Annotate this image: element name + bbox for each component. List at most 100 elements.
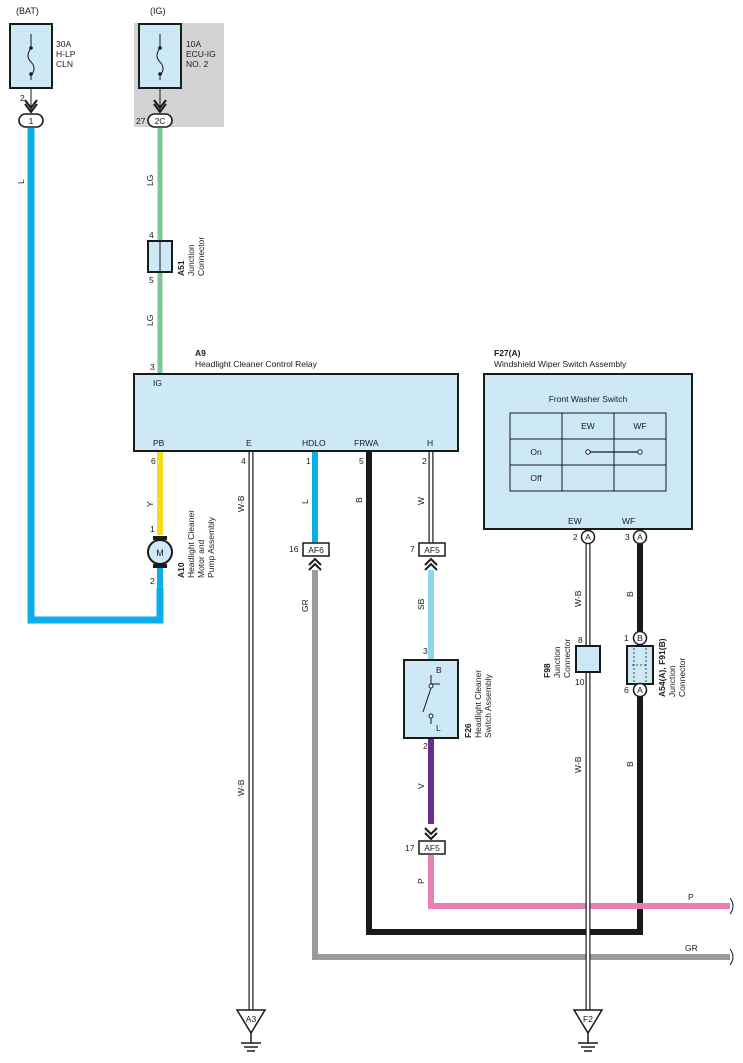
conn-ig-label: 2C [155, 116, 166, 126]
wire-label-e: W-B [236, 495, 246, 512]
conn-af5-top-pin: 7 [410, 544, 415, 554]
conn-af5-top [418, 542, 446, 557]
relay-a9-pin-ig: 3 [150, 362, 155, 372]
switch-f26-box [403, 659, 459, 739]
wire-label-hdlo: L [300, 499, 310, 504]
washer-row-on: On [530, 447, 542, 457]
wiper-f27-inner-title: Front Washer Switch [549, 394, 628, 404]
wire-label-pb: Y [145, 501, 155, 507]
fuse-bat-pin: 2 [20, 93, 25, 103]
fuse-bat-rating: 30A [56, 39, 71, 49]
junction-f98-pin-bottom: 10 [575, 677, 585, 687]
conn-af5-bottom-pin: 17 [405, 843, 415, 853]
wire-label-e-low: W-B [236, 779, 246, 796]
wire-label-ew: W-B [573, 590, 583, 607]
wire-af5-p [428, 855, 730, 909]
junction-f98-box [575, 645, 601, 673]
junction-f98-name1: Junction [552, 646, 562, 678]
wire-end-p [729, 897, 734, 915]
relay-pin-e: 4 [241, 456, 246, 466]
wiper-pin-ew: 2 [573, 532, 578, 542]
motor-a10-name2: Motor and [196, 539, 206, 578]
relay-pin-pb: 6 [151, 456, 156, 466]
relay-pin-h: 2 [422, 456, 427, 466]
washer-col-ew: EW [581, 421, 595, 431]
junction-a54-conn-top [632, 630, 648, 646]
wire-label-p-right: P [688, 892, 694, 902]
wire-af6-gr [312, 570, 730, 960]
conn-af5-top-label: AF5 [424, 545, 440, 555]
fuse-bat-name1: H-LP [56, 49, 76, 59]
fuse-ig-rating: 10A [186, 39, 201, 49]
washer-col-wf: WF [633, 421, 646, 431]
switch-f26-term-l: L [436, 723, 441, 733]
arrow-af6 [308, 557, 322, 571]
relay-term-frwa: FRWA [354, 438, 379, 448]
switch-f26-pin-top: 3 [423, 646, 428, 656]
wire-label-af6-gr: GR [300, 599, 310, 612]
fuse-ig-pin: 27 [136, 116, 146, 126]
arrow-ig [153, 99, 167, 114]
wiper-conn-ew [580, 529, 596, 545]
switch-f26-name2: Switch Assembly [483, 673, 493, 738]
relay-term-h: H [427, 438, 433, 448]
junction-a54-name2: Connector [677, 658, 687, 697]
fuse-bat-name2: CLN [56, 59, 73, 69]
junction-a54-name1: Junction [667, 665, 677, 697]
wiper-f27-name: Windshield Wiper Switch Assembly [494, 359, 627, 369]
wiper-pin-wf: 3 [625, 532, 630, 542]
junction-a51-code: A51 [176, 260, 186, 276]
arrow-af5-bottom [424, 827, 438, 841]
wire-label-h: W [416, 497, 426, 505]
junction-f98-pin-top: 8 [578, 635, 583, 645]
fuse-bat-icon [27, 34, 35, 80]
wire-label-bat: L [16, 179, 26, 184]
relay-a9-term-ig: IG [153, 378, 162, 388]
switch-f26-term-b: B [436, 665, 442, 675]
junction-f98-name2: Connector [562, 639, 572, 678]
ground-f2-label: F2 [583, 1014, 593, 1024]
motor-a10-name1: Headlight Cleaner [186, 510, 196, 578]
wiper-term-wf: WF [622, 516, 635, 526]
relay-a9-box [133, 373, 459, 452]
wire-label-gr-right: GR [685, 943, 698, 953]
junction-a54-pin-top: 1 [624, 633, 629, 643]
wire-label-wf-low: B [625, 761, 635, 767]
conn-af5-bottom [418, 840, 446, 855]
washer-switch-table [509, 412, 667, 492]
relay-a9-name: Headlight Cleaner Control Relay [195, 359, 318, 369]
conn-bat-label: 1 [29, 116, 34, 126]
wiper-conn-wf-label: A [637, 532, 643, 542]
junction-a54-conn-bottom [632, 682, 648, 698]
wire-label-frwa: B [354, 497, 364, 503]
wire-frwa-b [366, 451, 643, 935]
wire-label-af5-p: P [416, 878, 426, 884]
relay-a9-code: A9 [195, 348, 206, 358]
wire-label-ig-top: LG [145, 175, 155, 186]
junction-a54-pin-bottom: 6 [624, 685, 629, 695]
wiper-term-ew: EW [568, 516, 582, 526]
junction-a51-name2: Connector [196, 237, 206, 276]
wire-label-ew-low: W-B [573, 756, 583, 773]
motor-a10-pin-top: 1 [150, 524, 155, 534]
fuse-ig-name2: NO. 2 [186, 59, 208, 69]
wire-label-sw-v: V [416, 783, 426, 789]
wiper-conn-wf [632, 529, 648, 545]
fuse-ig-icon [156, 34, 164, 80]
wire-label-ig-bottom: LG [145, 315, 155, 326]
conn-af6 [302, 542, 330, 557]
junction-a54-conn-top-label: B [637, 633, 643, 643]
washer-row-off: Off [530, 473, 542, 483]
conn-af5-bottom-label: AF5 [424, 843, 440, 853]
arrow-af5-top [424, 557, 438, 571]
motor-a10-code: A10 [176, 562, 186, 578]
motor-a10-name3: Pump Assembly [206, 516, 216, 578]
wire-end-gr [729, 948, 734, 966]
ground-a3-label: A3 [246, 1014, 257, 1024]
relay-term-hdlo: HDLO [302, 438, 326, 448]
junction-a54-code: A54(A), F91(B) [657, 638, 667, 697]
ground-f2 [572, 1009, 604, 1052]
wire-label-wf: B [625, 591, 635, 597]
conn-af6-label: AF6 [308, 545, 324, 555]
